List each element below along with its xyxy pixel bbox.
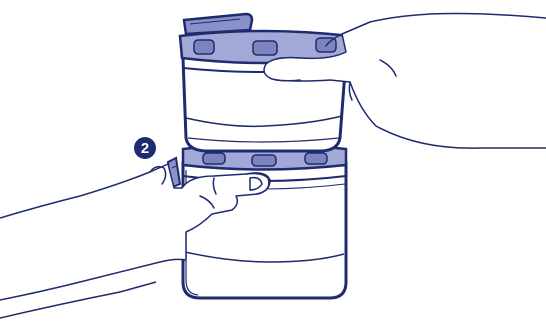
upper-lid-grip-1 bbox=[194, 40, 214, 54]
lower-lid-grip-3 bbox=[305, 153, 327, 164]
lower-lid-grip-1 bbox=[203, 153, 225, 164]
step-number-badge: 2 bbox=[134, 137, 156, 159]
lower-lid-grip-2 bbox=[252, 155, 276, 166]
upper-lid bbox=[180, 14, 350, 63]
step-number: 2 bbox=[141, 141, 149, 156]
upper-lid-grip-2 bbox=[253, 41, 277, 55]
